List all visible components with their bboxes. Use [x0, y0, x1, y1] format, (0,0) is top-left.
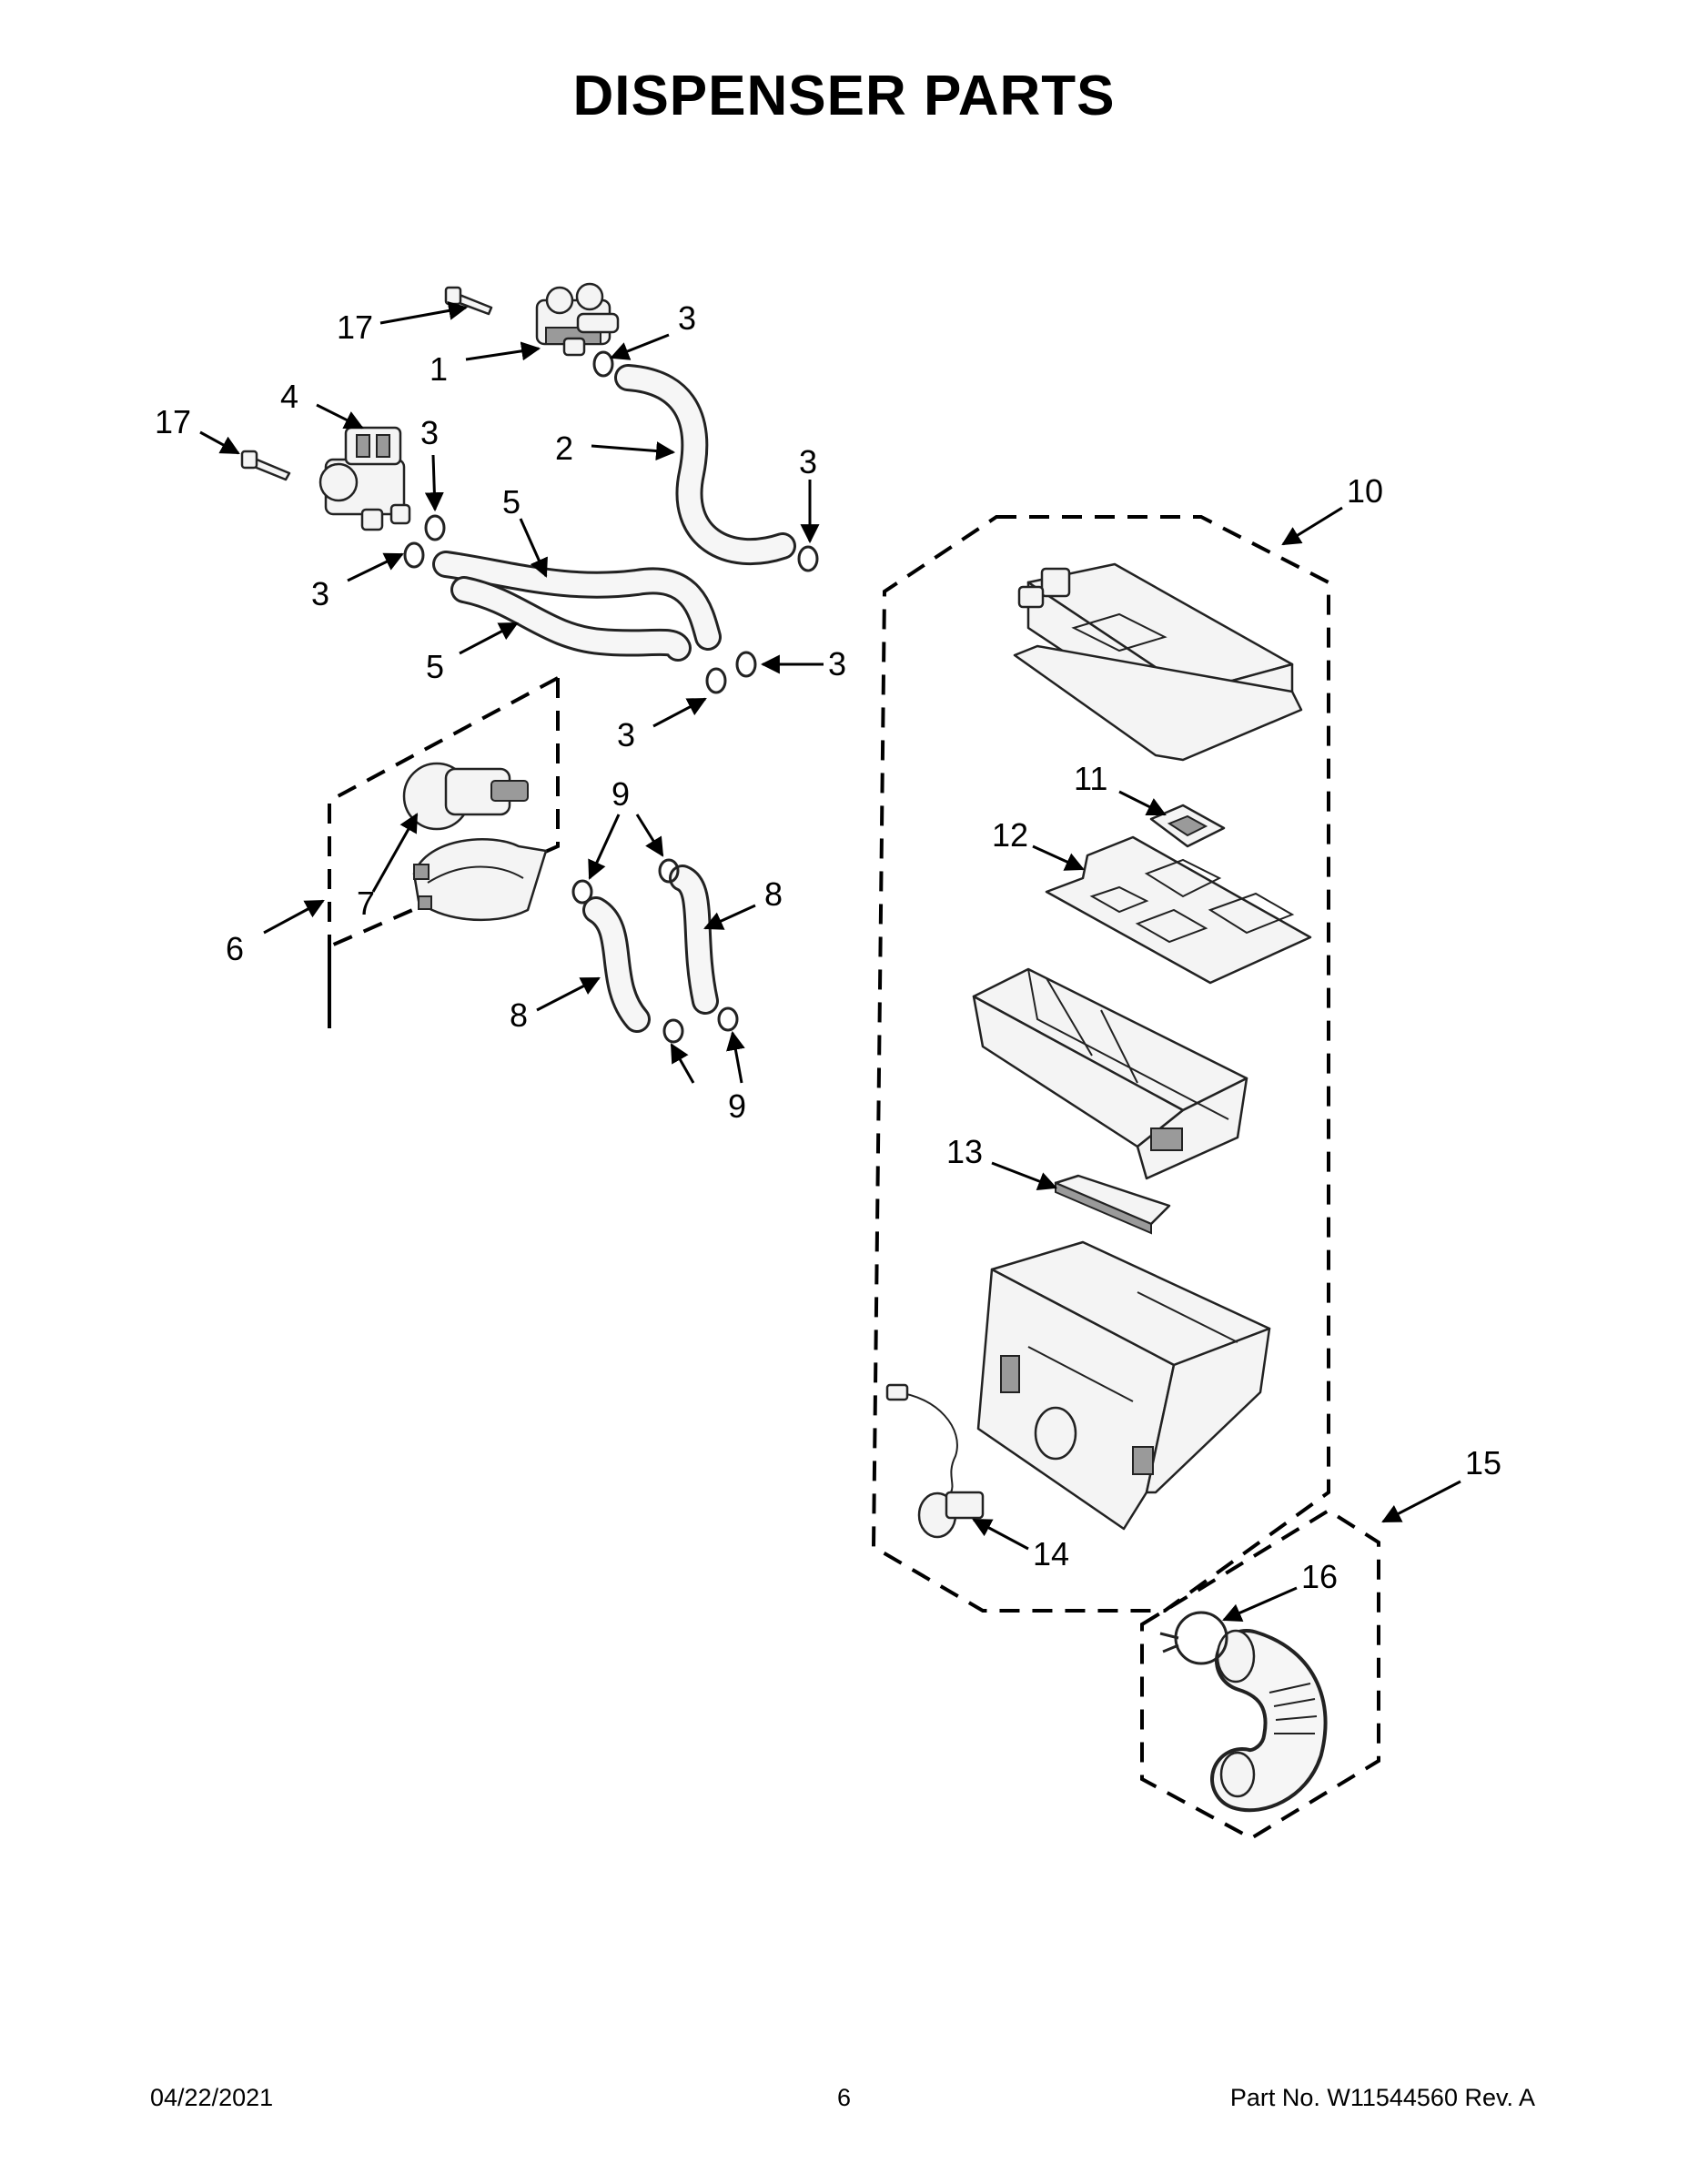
callout-8-right: 8 [764, 875, 783, 913]
hoses-5 [432, 551, 722, 662]
hose-2 [614, 364, 796, 566]
water-valve-upper [535, 282, 620, 357]
callout-3-upper-valve: 3 [678, 299, 696, 337]
clamps [403, 350, 819, 1044]
callout-10: 10 [1347, 472, 1383, 510]
screw-lower [240, 450, 291, 481]
callout-11: 11 [1074, 760, 1107, 797]
footer-page-number: 6 [836, 2084, 852, 2111]
callout-5-upper: 5 [502, 483, 521, 521]
callout-5-lower: 5 [426, 648, 444, 685]
callout-4: 4 [280, 378, 298, 415]
callout-9-lower: 9 [728, 1087, 746, 1125]
siphon-cover [1045, 835, 1312, 985]
pump-assembly [402, 762, 529, 831]
part-16-clamp [1159, 1611, 1228, 1665]
dispenser-lid [1013, 562, 1303, 762]
callout-12: 12 [992, 816, 1028, 854]
pump-bracket [412, 838, 548, 922]
callout-3-right: 3 [828, 645, 846, 682]
callout-6: 6 [226, 930, 244, 967]
part-11-cover [1149, 804, 1226, 848]
group-outline-6 [328, 676, 560, 1028]
water-valve-lower [318, 426, 411, 531]
dispenser-housing [976, 1240, 1271, 1531]
dispenser-drawer [972, 967, 1248, 1180]
screw-upper [444, 286, 493, 316]
part-13-lever [1054, 1174, 1171, 1235]
group-outline-15 [1140, 1508, 1380, 1841]
callout-15: 15 [1465, 1444, 1501, 1481]
hoses-8 [582, 864, 719, 1033]
callout-3-left: 3 [311, 575, 329, 612]
callout-17-lower: 17 [155, 403, 191, 440]
callout-16: 16 [1301, 1558, 1338, 1595]
callout-17-upper: 17 [337, 308, 373, 346]
callout-3-middle: 3 [617, 716, 635, 753]
part-14-sensor [885, 1383, 985, 1539]
footer-date: 04/22/2021 [150, 2084, 274, 2111]
callout-3-hose-end: 3 [799, 443, 817, 480]
callout-7: 7 [357, 885, 375, 922]
callout-1: 1 [430, 350, 448, 388]
callout-13: 13 [946, 1133, 983, 1170]
callout-2: 2 [555, 430, 573, 467]
page-title: DISPENSER PARTS [572, 65, 1116, 127]
callout-14: 14 [1033, 1535, 1069, 1572]
part-15-elbow-hose [1210, 1629, 1328, 1813]
footer-part-number: Part No. W11544560 Rev. A [1229, 2084, 1535, 2111]
group-outline-10 [871, 515, 1330, 1613]
callout-8-left: 8 [510, 996, 528, 1034]
callout-9-upper: 9 [612, 775, 630, 813]
callout-3-lower-valve: 3 [420, 414, 439, 451]
leader-lines [199, 301, 1461, 1623]
